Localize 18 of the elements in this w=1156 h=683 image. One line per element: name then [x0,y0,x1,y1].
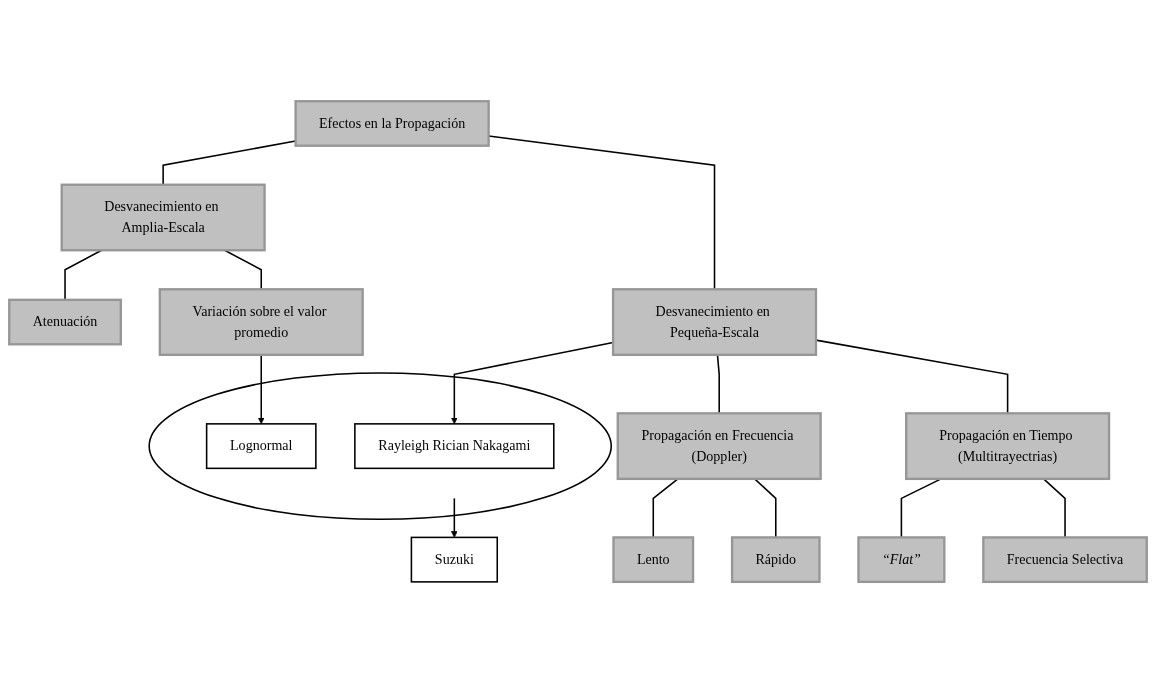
node-box: Atenuación [8,298,122,346]
arrow [257,354,265,425]
node-box: Propagación en Tiempo (Multitrayectrias) [905,412,1111,480]
node-box: Rápido [730,536,821,583]
node-box: Desvanecimiento en Amplia-Escala [60,183,266,252]
node-box: Lognormal [205,423,317,470]
node-box: Efectos en la Propagación [294,100,490,147]
node-box: Suzuki [410,536,499,583]
node-box: Desvanecimiento en Pequeña-Escala [611,288,818,356]
arrow [450,497,458,538]
node-box: Frecuencia Selectiva [982,536,1148,583]
node-box: Propagación en Frecuencia (Doppler) [616,412,822,480]
node-box: Variación sobre el valor promedio [158,288,364,356]
node-box: Lento [612,536,695,583]
arrow [450,341,614,425]
node-box: Rayleigh Rician Nakagami [354,423,555,470]
node-box: “Flat” [857,536,946,583]
cluster [148,372,612,520]
